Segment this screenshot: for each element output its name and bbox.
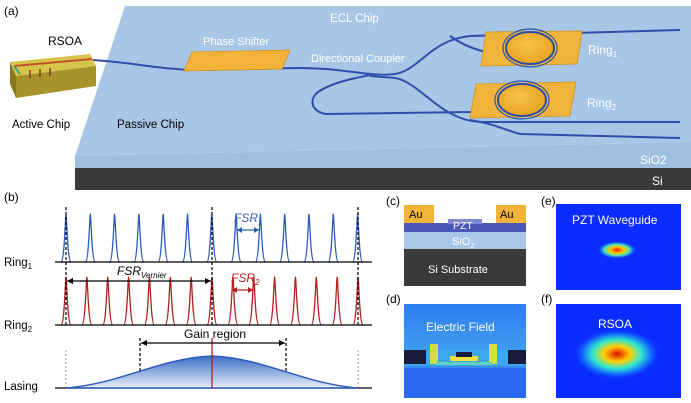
ring2-peak [102,276,114,326]
pzt-layer [404,223,526,232]
active-chip-label: Active Chip [12,119,70,131]
ring1-peak [181,213,194,263]
panel-b-letter: (b) [4,190,19,204]
ring1-assembly [480,28,583,68]
panel-c-letter: (c) [386,194,400,208]
panel-a: (a) RSOA Active Chip Passive Chip ECL Ch… [4,4,691,190]
electric-field-title: Electric Field [426,320,495,334]
lasing-axis-label: Lasing [4,381,38,393]
pzt-mode-spot [597,241,637,259]
sio2-layer [75,142,691,168]
sio2-label: SiO2 [640,153,667,167]
si-substrate-label: Si Substrate [428,264,488,276]
ring2-peak [164,276,176,326]
ecl-chip-label: ECL Chip [330,13,379,25]
pzt-label: PZT [453,220,473,232]
ring2-peak [143,276,156,326]
ring2-peak [331,276,343,326]
ring1-axis-label: Ring1 [4,257,33,271]
ring2-peak [310,276,322,326]
panel-f-letter: (f) [541,292,552,306]
si-label: Si [652,174,663,188]
panel-d: (d) Electric Field [386,292,526,398]
rsoa-mode-spot [573,328,661,380]
si-substrate [404,249,526,286]
ring2-label: Ring2 [587,96,617,112]
ring2-assembly [469,80,577,120]
sio2-cladding [404,232,526,249]
fsr1-label: FSR1 [234,211,262,227]
ring1-label: Ring1 [588,43,618,59]
fsr-vernier-label: FSRVernier [117,264,167,280]
ring2-peak [227,276,239,326]
panel-a-letter: (a) [4,4,19,18]
ring1-peak [327,213,339,263]
panel-f: (f) RSOA [541,292,681,398]
ring1-peak [230,213,242,263]
panel-d-letter: (d) [386,292,401,306]
ring2-peak [248,276,260,326]
si-layer [75,168,691,190]
ring1-peak [108,213,121,263]
gain-region-label: Gain region [184,327,246,341]
ring2-peak [289,276,302,326]
phase-shifter-label: Phase Shifter [203,36,269,48]
rsoa-chip [10,54,96,98]
ring1-peak [279,213,291,263]
passive-chip-label: Passive Chip [117,119,184,131]
panel-e-letter: (e) [541,194,556,208]
sio2-label-c: SiO2 [452,236,475,250]
au-left-label: Au [409,209,422,221]
rsoa-mode-title: RSOA [598,317,632,331]
ring2-peak [81,276,93,326]
ring2-peak [268,276,281,326]
ring1-peak [133,213,145,263]
panel-c: (c) Au Au PZT SiO2 Si Substrate [386,194,526,286]
directional-coupler-label: Directional Coupler [311,53,405,65]
au-right-label: Au [500,209,513,221]
pzt-waveguide-title: PZT Waveguide [572,213,658,227]
au-right-electrode [496,205,526,223]
ring2-axis-label: Ring2 [4,320,33,334]
rsoa-label: RSOA [48,34,82,48]
ring1-peak [303,213,315,263]
ring1-peak [84,213,96,263]
ring1-peak [157,213,169,263]
ring1-peak [254,213,267,263]
panel-e: (e) PZT Waveguide [541,194,681,290]
ring2-peak [122,276,135,326]
waveguide-ridge [448,219,482,224]
ecl-chip-surface [75,6,691,156]
au-left-electrode [404,205,434,223]
panel-b: (b) [4,190,372,393]
phase-shifter-pad [183,49,291,72]
fsr2-label: FSR2 [231,271,260,287]
ring2-peak [185,276,197,326]
